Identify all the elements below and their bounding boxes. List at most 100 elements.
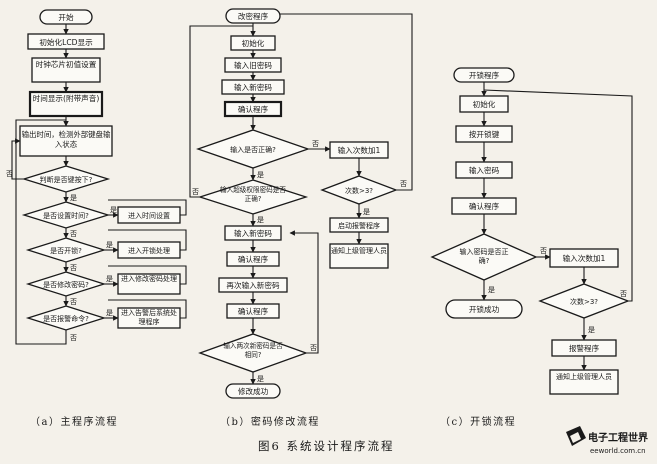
a-unlock-text: 进入开锁处理: [128, 246, 170, 255]
a-yes-label-5: 是: [106, 309, 113, 317]
c-notify-text: 通知上级管理人员: [556, 373, 612, 381]
b-no-label-3: 否: [192, 188, 199, 196]
b-start-terminator: [225, 8, 281, 24]
a-alarm-text: 进入告警后系统处理程序: [121, 309, 177, 326]
flowchart-a: 开始 初始化LCD显示 时钟芯片初值设置 时间显示(附带声音) 输出时间，检测外…: [6, 9, 187, 345]
a-time-decision: [21, 201, 111, 229]
a-alarm-decision: [25, 305, 107, 331]
c-confirm-text: 确认程序: [469, 201, 500, 211]
b-auth-decision: [197, 179, 309, 215]
b-yes-label-4: 是: [257, 375, 264, 383]
c-input-text: 输入密码: [469, 165, 500, 175]
c-yes-label-1: 是: [488, 286, 495, 294]
a-no-label-4: 否: [70, 298, 77, 306]
c-alarm-box: [551, 339, 617, 357]
b-confirm-text: 确认程序: [238, 104, 269, 114]
b-count-q-text: 次数>3?: [345, 186, 373, 195]
b-input-new2-text: 再次输入新密码: [226, 280, 280, 290]
b-yes-label-1: 是: [257, 171, 264, 179]
c-count-box: [549, 248, 619, 268]
b-alarm-box: [329, 217, 389, 233]
c-count-decision: [538, 283, 630, 319]
b-no-label-1: 否: [312, 140, 319, 148]
b-input-old-box: [224, 57, 282, 73]
caption-c: （c）开锁流程: [440, 415, 516, 428]
b-yes-label-3: 是: [257, 216, 264, 224]
b-notify-text: 通知上级管理人员: [331, 247, 387, 255]
a-time-set-text: 进入时间设置: [128, 211, 170, 220]
b-done-terminator: [225, 383, 281, 399]
a-no-label-1: 否: [6, 170, 13, 178]
b-yes-label-2: 是: [363, 208, 370, 216]
b-no-label-4: 否: [310, 344, 317, 352]
c-yes-label-2: 是: [588, 326, 595, 334]
c-no-label-1: 否: [540, 247, 547, 255]
c-confirm-box: [451, 197, 517, 215]
c-count-text: 输入次数加1: [563, 253, 606, 263]
c-correct-text: 输入密码是否正确?: [459, 248, 509, 265]
b-new-pwd-box: [224, 225, 282, 241]
figure-caption: 图6 系统设计程序流程: [258, 439, 394, 453]
caption-b: （b）密码修改流程: [220, 415, 320, 428]
b-start-text: 改密程序: [238, 11, 269, 21]
c-start-text: 开锁程序: [469, 70, 500, 80]
b-auth-text: 输入超级权限密码是否正确?: [220, 186, 286, 203]
b-count-box: [329, 141, 389, 159]
a-yes-label-3: 是: [106, 241, 113, 249]
a-pwd-q-text: 是否修改密码?: [43, 280, 89, 289]
a-no-label-5: 否: [70, 334, 77, 342]
a-scan-keys-box: [19, 125, 113, 157]
a-unlock-box: [117, 241, 181, 259]
a-init-lcd-box: [27, 33, 105, 50]
eeworld-watermark: 电子工程世界 eeworld.com.cn: [566, 426, 648, 455]
flowchart-c: 开锁程序 初始化 按开锁键 输入密码 确认程序 输入密码是否正确? 输入次数加1…: [430, 67, 633, 395]
c-count-q-text: 次数>3?: [570, 297, 598, 306]
flowchart-b: 改密程序 初始化 输入旧密码 输入新密码 确认程序 输入是否正确? 输入超级权限…: [189, 8, 413, 399]
a-pwd-text: 进入修改密码处理: [121, 275, 177, 283]
a-set-clock-text: 时钟芯片初值设置: [35, 60, 97, 69]
a-show-time-text: 时间显示(附带声音): [32, 94, 100, 103]
a-pwd-box: [117, 273, 181, 295]
a-key-decision: [21, 165, 111, 193]
a-no-label-2: 否: [70, 230, 77, 238]
b-init-box: [230, 35, 276, 51]
a-pwd-decision: [25, 271, 107, 297]
a-set-clock-box: [31, 57, 101, 83]
c-key-text: 按开锁键: [469, 129, 500, 139]
a-start-text: 开始: [58, 12, 74, 22]
a-alarm-box: [117, 307, 181, 329]
b-correct-decision: [196, 129, 310, 169]
a-start-terminator: [39, 9, 93, 25]
b-count-decision: [320, 175, 398, 205]
a-init-lcd-text: 初始化LCD显示: [39, 37, 93, 47]
c-correct-decision: [430, 233, 538, 281]
c-key-box: [455, 125, 513, 143]
b-input-new-text: 输入新密码: [234, 82, 272, 92]
c-no-label-2: 否: [620, 290, 627, 298]
c-input-box: [455, 161, 513, 179]
watermark-title: 电子工程世界: [588, 431, 648, 444]
b-confirm3-text: 确认程序: [238, 306, 269, 316]
c-success-terminator: [445, 299, 523, 319]
b-confirm-box: [223, 100, 283, 118]
c-init-box: [459, 95, 509, 113]
b-init-text: 初始化: [242, 38, 265, 48]
b-new-pwd-text: 输入新密码: [234, 228, 272, 238]
b-confirm3-box: [226, 303, 280, 319]
c-alarm-text: 报警程序: [569, 343, 600, 353]
b-input-new-box: [221, 79, 285, 95]
a-no-label-3: 否: [70, 264, 77, 272]
b-alarm-text: 启动报警程序: [338, 221, 380, 230]
a-yes-label-2: 是: [110, 206, 117, 214]
caption-a: （a）主程序流程: [30, 415, 118, 428]
a-time-q-text: 是否设置时间?: [43, 211, 89, 220]
b-confirm2-box: [226, 251, 280, 267]
c-notify-box: [549, 369, 619, 395]
a-unlock-decision: [25, 237, 107, 263]
b-count-text: 输入次数加1: [338, 145, 381, 155]
c-success-text: 开锁成功: [469, 304, 500, 314]
a-alarm-q-text: 是否报警命令?: [43, 314, 89, 323]
c-init-text: 初始化: [473, 99, 496, 109]
watermark-url: eeworld.com.cn: [590, 447, 646, 455]
